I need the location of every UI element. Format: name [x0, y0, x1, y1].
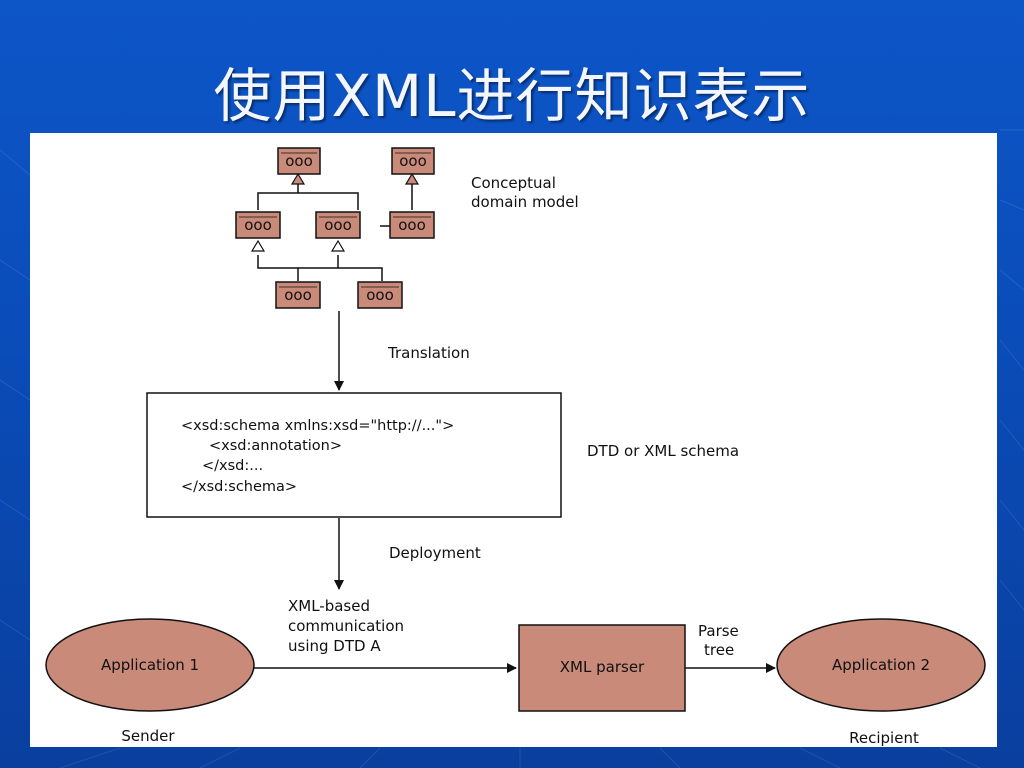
svg-text:ooo: ooo: [285, 152, 313, 170]
slide-title: 使用XML进行知识表示: [213, 62, 811, 130]
class-box: ooo: [275, 281, 321, 309]
inheritance-arrow-top-left: [290, 172, 306, 185]
application-2-node: [776, 618, 986, 712]
communication-label-line3: using DTD A: [288, 637, 381, 655]
inheritance-arrow-bottom-mid: [330, 239, 346, 252]
translation-label: Translation: [387, 344, 470, 362]
schema-label: DTD or XML schema: [587, 442, 739, 460]
inheritance-arrow-bottom-left: [250, 239, 266, 252]
schema-code-line4: </xsd:schema>: [181, 479, 297, 495]
schema-box: [146, 392, 562, 518]
sender-label: Sender: [121, 727, 175, 745]
inheritance-line-top-left: [257, 192, 359, 210]
application-1-node: [45, 618, 255, 712]
deployment-label: Deployment: [389, 544, 481, 562]
class-box: ooo: [235, 211, 281, 239]
svg-text:ooo: ooo: [324, 216, 352, 234]
schema-code-line1: <xsd:schema xmlns:xsd="http://...">: [181, 418, 454, 434]
diagram-panel: ooo ooo ooo ooo ooo: [30, 133, 997, 747]
schema-code-line3: </xsd:...: [202, 458, 263, 474]
conceptual-model-label-line1: Conceptual: [471, 174, 556, 192]
recipient-label: Recipient: [849, 729, 919, 747]
xml-parser-node: [518, 624, 686, 712]
svg-text:ooo: ooo: [284, 286, 312, 304]
svg-text:ooo: ooo: [399, 152, 427, 170]
inheritance-line-bottom-2: [298, 267, 383, 281]
class-box: ooo: [315, 211, 361, 239]
application-1-label: Application 1: [101, 656, 199, 674]
parse-tree-label-line1: Parse: [698, 622, 739, 640]
class-box: ooo: [391, 147, 435, 175]
class-diagram: ooo ooo ooo ooo ooo: [235, 147, 435, 309]
application-2-label: Application 2: [832, 656, 930, 674]
inheritance-line-bottom: [257, 255, 299, 281]
conceptual-model-label-line2: domain model: [471, 193, 579, 211]
class-box: ooo: [277, 147, 321, 175]
class-box: ooo: [389, 211, 435, 239]
communication-label-line1: XML-based: [288, 597, 370, 615]
communication-label-line2: communication: [288, 617, 404, 635]
svg-text:ooo: ooo: [366, 286, 394, 304]
svg-text:ooo: ooo: [398, 216, 426, 234]
schema-code-line2: <xsd:annotation>: [209, 438, 342, 454]
class-box: ooo: [357, 281, 403, 309]
xml-parser-label: XML parser: [560, 658, 645, 676]
inheritance-arrow-top-right: [404, 172, 420, 185]
svg-text:ooo: ooo: [244, 216, 272, 234]
parse-tree-label-line2: tree: [704, 641, 734, 659]
knowledge-representation-diagram: ooo ooo ooo ooo ooo: [45, 147, 986, 747]
